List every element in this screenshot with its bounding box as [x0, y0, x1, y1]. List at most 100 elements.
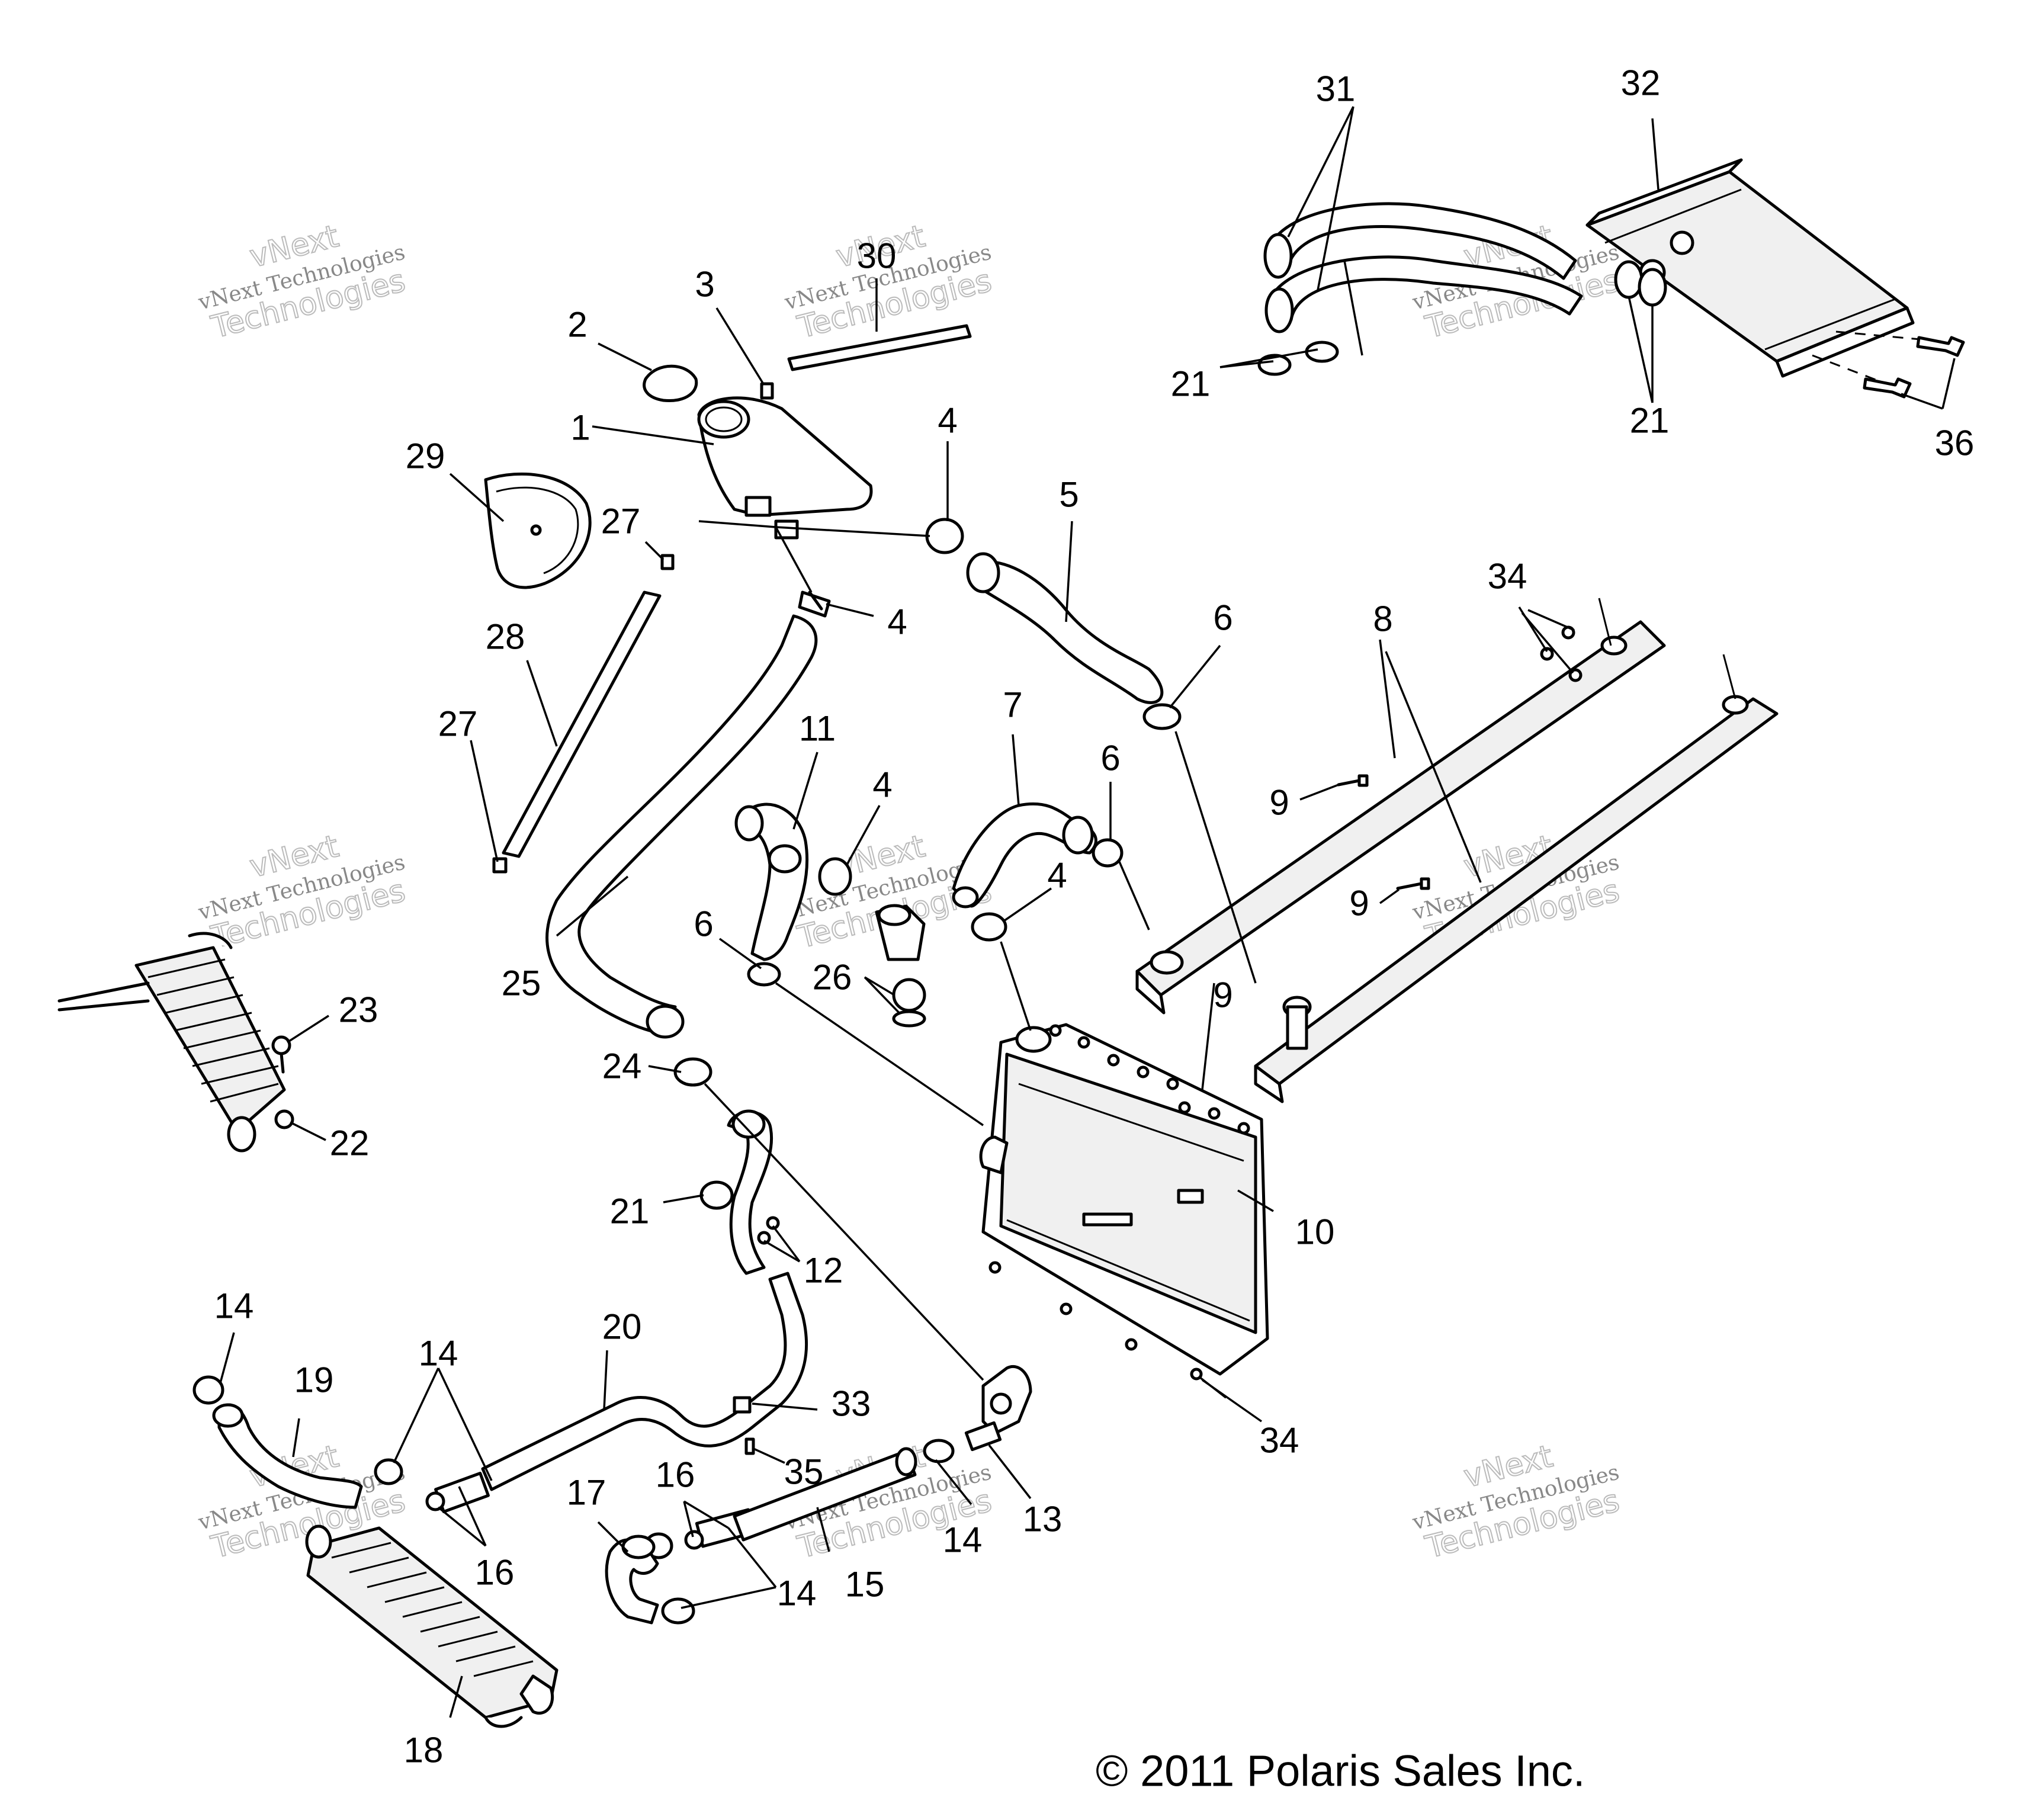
part-5-hose — [966, 552, 1164, 704]
callout-11: 11 — [799, 709, 836, 749]
part-13-elbow — [964, 1365, 1032, 1452]
callout-21: 21 — [1630, 401, 1670, 441]
callout-21: 21 — [610, 1192, 650, 1231]
part-1-coolant-bottle — [697, 396, 873, 540]
watermark: vNext vNext Technologies Technologies — [195, 218, 409, 346]
callout-23: 23 — [339, 990, 378, 1030]
callout-17: 17 — [567, 1473, 606, 1513]
callout-19: 19 — [294, 1360, 334, 1400]
part-24-clamp — [673, 1057, 712, 1087]
callout-4: 4 — [938, 401, 957, 441]
part-27-fitting-bottom — [492, 857, 508, 874]
callout-8: 8 — [1373, 599, 1392, 639]
callout-6: 6 — [694, 904, 713, 944]
part-7-hose — [952, 802, 1097, 909]
part-19-hose — [212, 1403, 363, 1509]
callouts: 1 2 3 4 4 4 4 5 6 6 6 7 8 9 9 9 10 11 12… — [214, 63, 1975, 1770]
part-4-clamp — [971, 912, 1007, 942]
part-21-clamp — [699, 1180, 734, 1210]
callout-6: 6 — [1213, 598, 1232, 638]
callout-28: 28 — [486, 617, 525, 657]
part-14-clamp — [374, 1458, 403, 1485]
callout-13: 13 — [1023, 1500, 1063, 1539]
callout-32: 32 — [1621, 63, 1661, 103]
callout-18: 18 — [404, 1731, 444, 1770]
callout-16: 16 — [656, 1455, 695, 1495]
part-34-screws-bottom — [988, 1261, 1203, 1381]
callout-12: 12 — [804, 1251, 843, 1291]
part-4-clamp — [798, 518, 964, 618]
part-4-clamp — [818, 857, 852, 896]
callout-14: 14 — [943, 1520, 983, 1560]
part-22-nut — [274, 1109, 294, 1129]
callout-15: 15 — [845, 1565, 885, 1604]
part-14-clamp — [192, 1375, 224, 1405]
part-35-screw — [744, 1437, 755, 1455]
callout-1: 1 — [570, 408, 590, 448]
callout-14: 14 — [214, 1286, 254, 1326]
callout-30: 30 — [857, 236, 897, 276]
callout-26: 26 — [813, 958, 852, 997]
part-27-fitting-top — [660, 554, 675, 570]
part-26-thermostat — [892, 978, 926, 1028]
part-9-screw — [1337, 774, 1369, 787]
callout-27: 27 — [601, 502, 641, 541]
callout-25: 25 — [502, 964, 541, 1003]
part-8-tube-upper — [1135, 598, 1666, 1015]
part-oil-cooler — [57, 932, 286, 1153]
callout-7: 7 — [1003, 685, 1022, 725]
callout-14: 14 — [777, 1574, 817, 1613]
part-11-hose — [734, 803, 809, 961]
part-25-hose — [545, 614, 818, 1039]
callout-5: 5 — [1059, 475, 1079, 515]
callout-6: 6 — [1100, 739, 1120, 778]
part-8-tube-lower — [1254, 654, 1779, 1103]
callout-3: 3 — [695, 265, 714, 304]
part-16-fitting — [425, 1472, 490, 1513]
part-12-hose — [727, 1109, 780, 1275]
part-14-clamp — [923, 1439, 955, 1463]
callout-9: 9 — [1269, 783, 1289, 823]
part-2-cap — [643, 364, 698, 403]
callout-27: 27 — [438, 704, 478, 744]
callout-20: 20 — [602, 1307, 642, 1347]
part-17-hose — [605, 1535, 659, 1625]
part-thermostat-housing — [875, 904, 926, 961]
callout-21: 21 — [1171, 364, 1211, 404]
part-18-cooler — [305, 1524, 558, 1728]
watermark: vNext vNext Technologies Technologies — [1410, 1438, 1623, 1566]
part-15-hose — [733, 1447, 917, 1542]
callout-10: 10 — [1295, 1212, 1335, 1252]
callout-34: 34 — [1260, 1421, 1299, 1461]
part-21-clamps — [1257, 260, 1667, 376]
callout-33: 33 — [832, 1384, 871, 1424]
callout-36: 36 — [1935, 423, 1975, 463]
callout-2: 2 — [567, 305, 587, 345]
callout-16: 16 — [475, 1553, 515, 1593]
callout-4: 4 — [887, 602, 907, 642]
part-6-clamp — [747, 962, 781, 987]
part-6-clamp — [1092, 838, 1124, 868]
callout-35: 35 — [784, 1452, 824, 1492]
callout-31: 31 — [1316, 69, 1356, 109]
part-28-tube — [502, 590, 662, 858]
callout-29: 29 — [406, 436, 445, 476]
callout-34: 34 — [1488, 557, 1527, 596]
part-10-radiator — [979, 1023, 1269, 1376]
copyright-notice: © 2011 Polaris Sales Inc. — [1096, 1747, 1585, 1796]
callout-22: 22 — [330, 1124, 370, 1163]
callout-4: 4 — [1047, 856, 1067, 895]
part-36-bolts — [1863, 336, 1965, 399]
part-30-rod — [787, 324, 972, 371]
callout-9: 9 — [1213, 975, 1232, 1015]
part-6-clamp — [1142, 703, 1182, 730]
part-20-tube — [481, 1272, 808, 1491]
part-23-bolt — [271, 1035, 291, 1074]
part-radiator-screws — [1049, 1024, 1250, 1135]
part-29-strap — [484, 472, 592, 589]
callout-4: 4 — [872, 765, 892, 805]
part-9-screw — [1396, 877, 1430, 890]
part-34-screws — [1540, 625, 1583, 682]
callout-9: 9 — [1349, 884, 1369, 923]
